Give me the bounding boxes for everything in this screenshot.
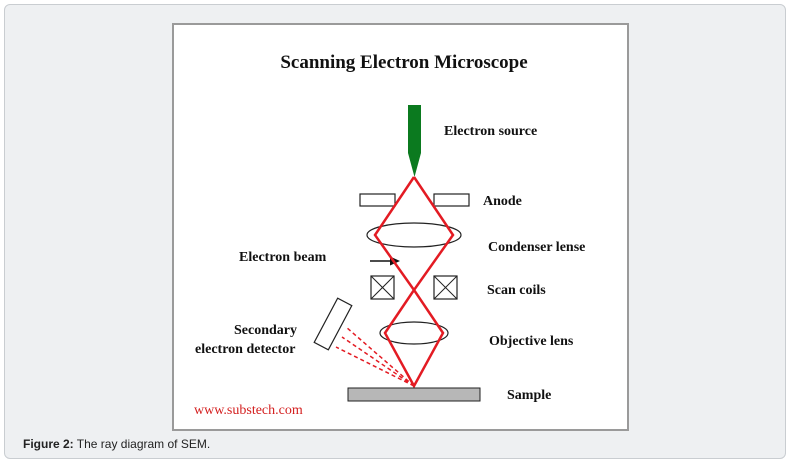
label-sample: Sample [507, 388, 551, 403]
sample-stage [347, 387, 481, 402]
watermark-url: www.substech.com [194, 403, 303, 418]
anode-left-plate [359, 193, 396, 207]
figure-caption: Figure 2: The ray diagram of SEM. [23, 437, 210, 451]
label-condenser-lens: Condenser lense [488, 240, 585, 255]
condenser-lens [366, 222, 462, 248]
label-scan-coils: Scan coils [487, 283, 546, 298]
sem-diagram-svg: Scanning Electron Microscope Electron so… [194, 52, 585, 418]
scan-coil-right [433, 275, 458, 300]
figure-card: Scanning Electron Microscope Electron so… [4, 4, 786, 459]
scan-coil-left [370, 275, 395, 300]
label-electron-source: Electron source [444, 124, 537, 139]
caption-label: Figure 2: [23, 437, 74, 451]
label-anode: Anode [483, 194, 522, 209]
secondary-electron-detector [313, 297, 353, 351]
label-secondary-line1: Secondary [234, 323, 297, 338]
label-secondary-line2: electron detector [195, 342, 295, 357]
label-objective-lens: Objective lens [489, 334, 574, 349]
objective-lens [379, 321, 449, 345]
electron-source-gun [408, 105, 421, 177]
label-electron-beam: Electron beam [239, 250, 327, 265]
diagram-title: Scanning Electron Microscope [280, 52, 527, 73]
sem-diagram: Scanning Electron Microscope Electron so… [172, 23, 629, 431]
secondary-electron-paths [335, 326, 415, 387]
anode-right-plate [433, 193, 470, 207]
caption-text: The ray diagram of SEM. [73, 437, 211, 451]
